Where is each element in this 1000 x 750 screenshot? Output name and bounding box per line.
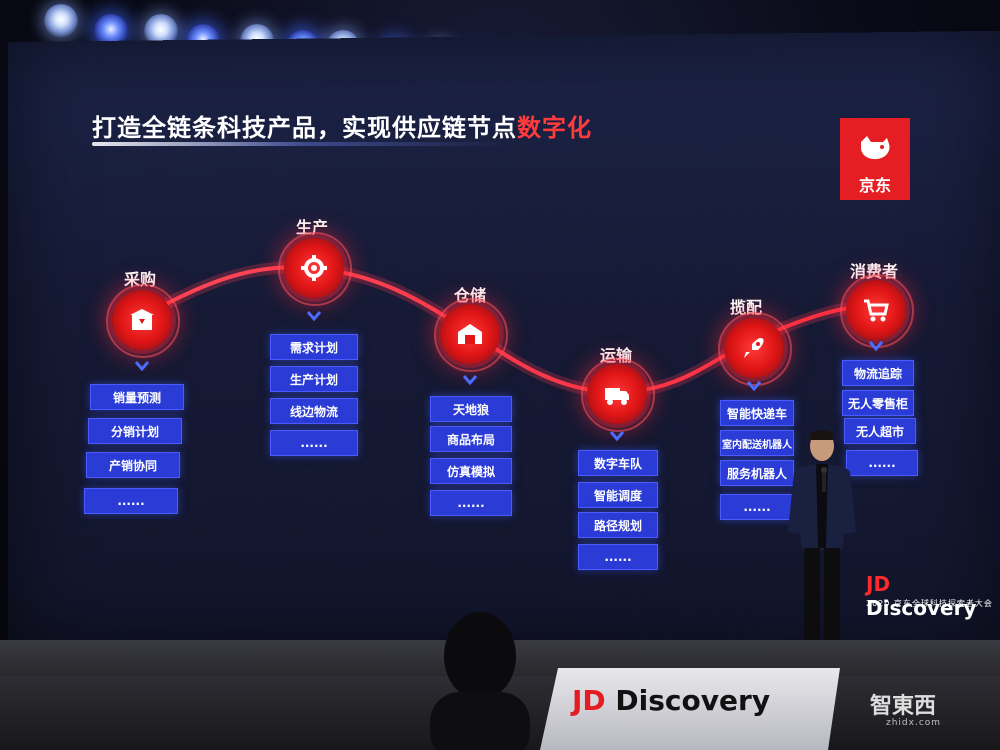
node-transport	[587, 364, 647, 424]
list-item: 物流追踪	[842, 360, 914, 386]
list-item: 数字车队	[578, 450, 658, 476]
list-item: 智能快递车	[720, 400, 794, 426]
list-item: ......	[270, 430, 358, 456]
list-item: 分销计划	[88, 418, 182, 444]
list-item: ......	[430, 490, 512, 516]
jd-discovery-logo: JD Discovery	[866, 572, 1000, 620]
list-item: 需求计划	[270, 334, 358, 360]
box-icon	[128, 306, 156, 334]
node-consumer	[846, 280, 906, 340]
cart-icon	[862, 296, 890, 324]
floor-brand-d: D	[615, 684, 638, 717]
node-procurement	[112, 290, 172, 350]
list-item: 销量预测	[90, 384, 184, 410]
list-item: 天地狼	[430, 396, 512, 422]
list-item: 智能调度	[578, 482, 658, 508]
chevron-down-icon	[746, 378, 762, 394]
chevron-down-icon	[306, 308, 322, 324]
brand-jd: JD	[866, 572, 890, 596]
rocket-icon	[740, 334, 768, 362]
list-item: ......	[84, 488, 178, 514]
list-item: 生产计划	[270, 366, 358, 392]
watermark: 智東西	[870, 688, 936, 720]
node-production	[284, 238, 344, 298]
chevron-down-icon	[462, 372, 478, 388]
list-item: 仿真模拟	[430, 458, 512, 484]
floor-brand-jd: JD	[572, 684, 606, 717]
list-item: 路径规划	[578, 512, 658, 538]
list-item: 无人零售柜	[842, 390, 914, 416]
list-item: 线边物流	[270, 398, 358, 424]
chevron-down-icon	[868, 338, 884, 354]
floor-brand-rest: iscovery	[639, 684, 770, 717]
watermark-sub: zhidx.com	[886, 718, 941, 728]
list-item: 商品布局	[430, 426, 512, 452]
list-item: 产销协同	[86, 452, 180, 478]
truck-icon	[603, 380, 631, 408]
chevron-down-icon	[609, 428, 625, 444]
warehouse-icon	[456, 320, 484, 348]
node-delivery	[724, 318, 784, 378]
list-item: ......	[578, 544, 658, 570]
chevron-down-icon	[134, 358, 150, 374]
audience-head	[420, 606, 540, 750]
gear-icon	[300, 254, 328, 282]
speaker-person	[782, 428, 862, 664]
floor-sign-text: JD Discovery	[572, 684, 770, 717]
brand-subtitle: 2020 京东全球科技探索者大会	[866, 598, 993, 609]
node-warehouse	[440, 304, 500, 364]
